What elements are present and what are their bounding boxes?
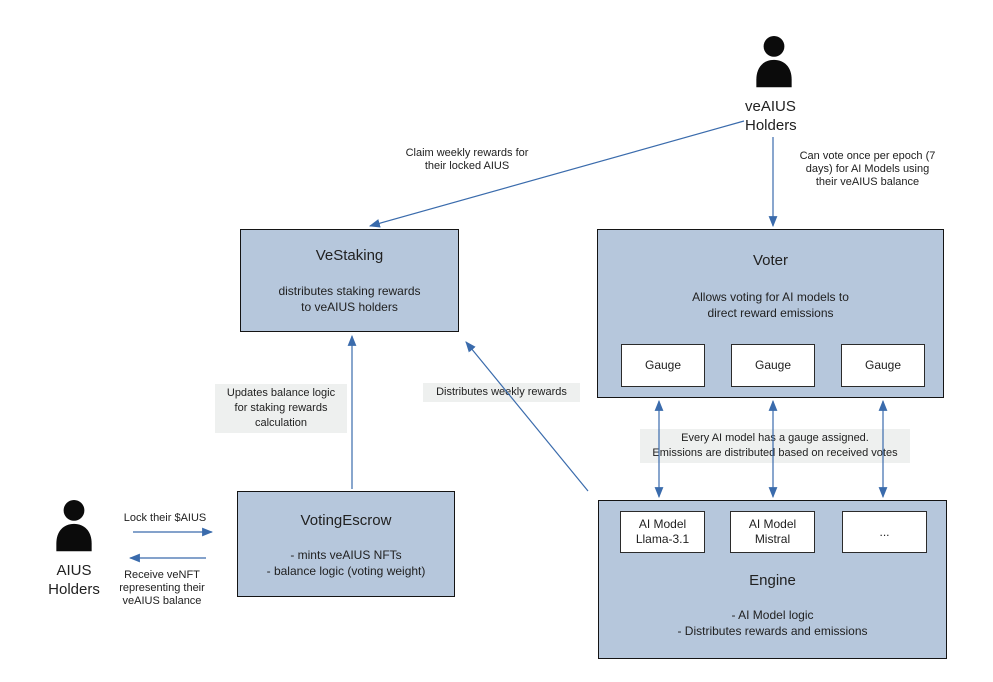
engine-description: - AI Model logic - Distributes rewards a…: [677, 608, 868, 638]
voter-box: Voter Allows voting for AI models to dir…: [597, 229, 944, 398]
actor-label: AIUS Holders: [48, 562, 100, 598]
vestaking-title: VeStaking: [315, 247, 384, 264]
distributes-weekly-arrow: [465, 341, 589, 492]
voter-title: Voter: [752, 252, 789, 269]
gauge-box-1: Gauge: [621, 344, 705, 387]
can-vote-label: Can vote once per epoch (7 days) for AI …: [799, 150, 936, 188]
lock-aius-label: Lock their $AIUS: [123, 512, 207, 524]
engine-box: AI Model Llama-3.1 AI Model Mistral ... …: [598, 500, 947, 659]
gauge-assignment-note: Every AI model has a gauge assigned. Emi…: [640, 429, 910, 463]
ai-model-box-llama: AI Model Llama-3.1: [620, 511, 705, 553]
votingescrow-title: VotingEscrow: [300, 512, 392, 529]
vestaking-description: distributes staking rewards to veAIUS ho…: [278, 284, 421, 314]
ai-model-box-more: ...: [842, 511, 927, 553]
gauge-box-2: Gauge: [731, 344, 815, 387]
actor-veaius-holders: veAIUS Holders: [745, 36, 835, 135]
updates-balance-note: Updates balance logic for staking reward…: [215, 384, 347, 433]
person-icon: [756, 36, 792, 88]
claim-rewards-label: Claim weekly rewards for their locked AI…: [405, 147, 529, 172]
claim-rewards-arrow: [368, 120, 745, 228]
engine-title: Engine: [749, 572, 796, 589]
voter-description: Allows voting for AI models to direct re…: [692, 290, 849, 320]
votingescrow-description: - mints veAIUS NFTs - balance logic (vot…: [266, 548, 426, 578]
actor-aius-holders: AIUS Holders: [28, 500, 120, 599]
ai-model-box-mistral: AI Model Mistral: [730, 511, 815, 553]
person-icon: [56, 500, 92, 552]
distributes-weekly-note: Distributes weekly rewards: [423, 383, 580, 402]
receive-venft-label: Receive veNFT representing their veAIUS …: [119, 569, 205, 607]
votingescrow-box: VotingEscrow - mints veAIUS NFTs - balan…: [237, 491, 455, 597]
vestaking-box: VeStaking distributes staking rewards to…: [240, 229, 459, 332]
gauge-box-3: Gauge: [841, 344, 925, 387]
actor-label: veAIUS Holders: [745, 98, 797, 134]
